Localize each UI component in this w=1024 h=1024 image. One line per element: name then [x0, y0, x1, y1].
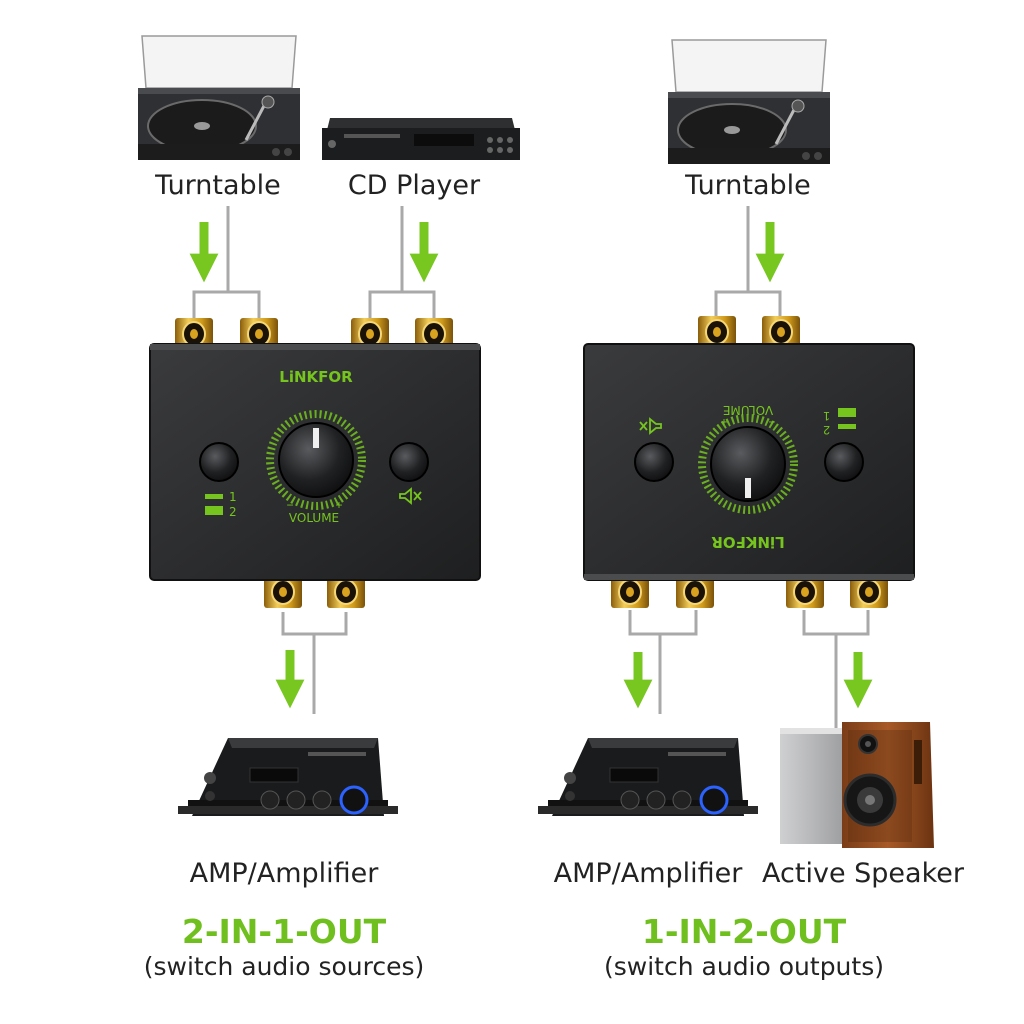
switcher-device-right: LiNKFOR VOLUME − + 1 2 [583, 315, 915, 609]
selector-icon-right [838, 408, 856, 429]
cd-player-image [322, 118, 520, 160]
right-mode-title: 1-IN-2-OUT [641, 912, 847, 951]
right-source-label: Turntable [685, 170, 811, 201]
left-mode-title: 2-IN-1-OUT [181, 912, 387, 951]
left-output-label: AMP/Amplifier [189, 858, 379, 889]
mute-button-left[interactable] [389, 442, 429, 482]
brand-logo-right: LiNKFOR [711, 533, 785, 551]
left-source2-label: CD Player [347, 170, 481, 201]
brand-logo-left: LiNKFOR [279, 368, 353, 386]
volume-minus-left: − [286, 498, 293, 512]
mute-icon-left [399, 487, 422, 505]
right-output2-label: Active Speaker [762, 858, 964, 889]
left-diagram: 1 2 LiNKFOR − + VOLUME [136, 34, 520, 818]
selector-button-right[interactable] [824, 442, 864, 482]
volume-label-right: VOLUME [723, 403, 773, 417]
right-mode-subtitle: (switch audio outputs) [604, 952, 884, 981]
volume-plus-left: + [335, 498, 342, 512]
arrows-right [623, 222, 873, 709]
left-mode-subtitle: (switch audio sources) [143, 952, 425, 981]
right-output1-label: AMP/Amplifier [553, 858, 743, 889]
selector-2-label-left: 2 [229, 505, 237, 519]
turntable-image-left [136, 34, 302, 162]
volume-label-left: VOLUME [289, 511, 339, 525]
selector-1-label-right: 1 [823, 409, 830, 423]
amplifier-image-right [536, 736, 760, 818]
switcher-device-left: 1 2 LiNKFOR − + VOLUME [149, 317, 481, 609]
mute-button-right[interactable] [634, 442, 674, 482]
active-speaker-image [780, 722, 934, 848]
left-source1-label: Turntable [155, 170, 281, 201]
volume-plus-right: + [720, 415, 727, 429]
mute-icon-right [639, 417, 662, 435]
right-diagram: LiNKFOR VOLUME − + 1 2 [536, 38, 934, 848]
selector-1-label-left: 1 [229, 490, 237, 504]
wires-left [192, 206, 436, 714]
selector-icon-left [205, 494, 223, 515]
wires-right [628, 206, 870, 728]
volume-minus-right: − [768, 415, 775, 429]
turntable-image-right [666, 38, 832, 166]
selector-2-label-right: 2 [823, 423, 830, 437]
selector-button-left[interactable] [199, 442, 239, 482]
amplifier-image-left [176, 736, 400, 818]
arrows-left [189, 222, 439, 709]
